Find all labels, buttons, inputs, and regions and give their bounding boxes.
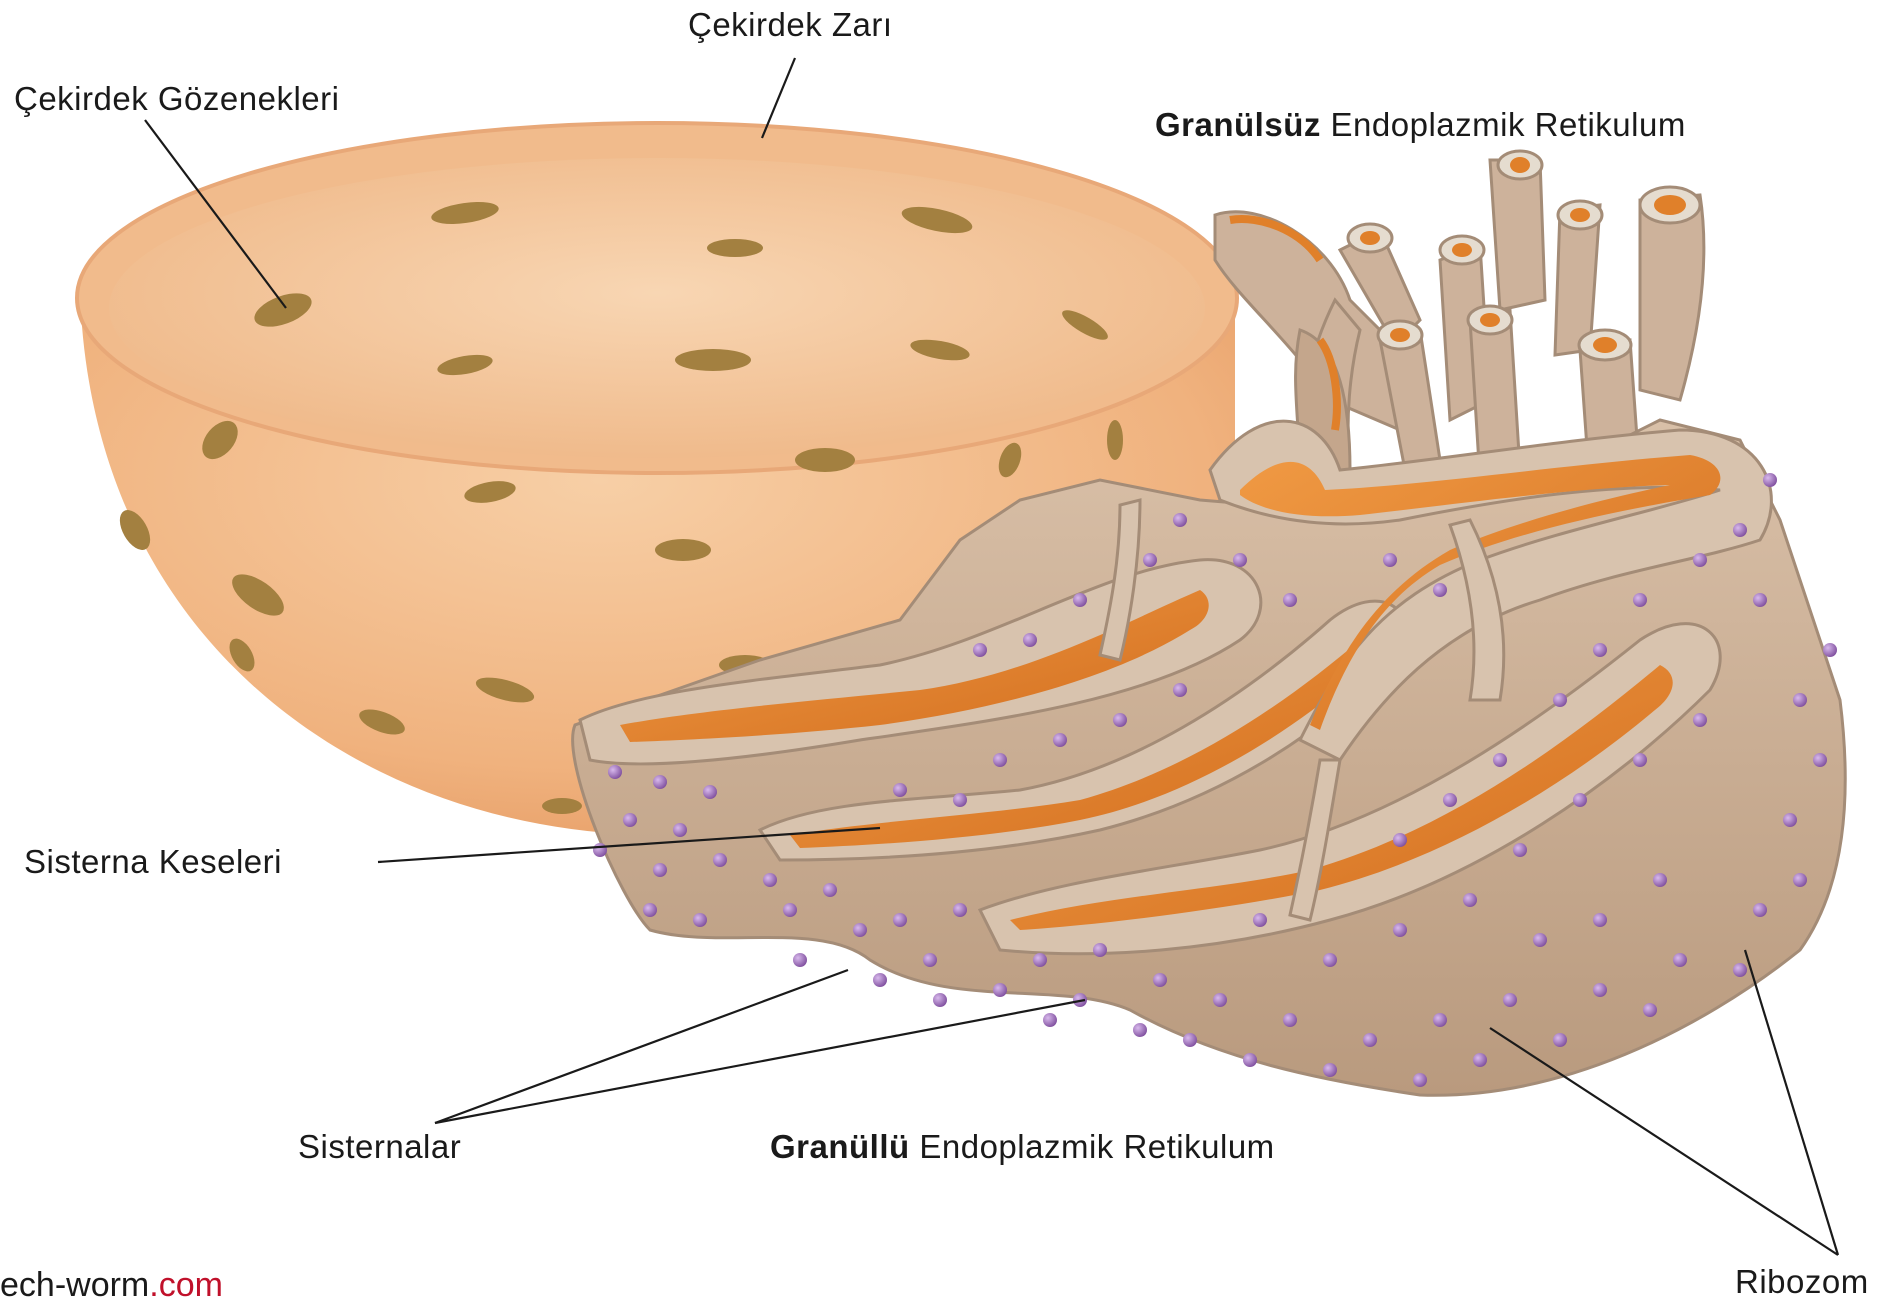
- leader-cisternae-1: [435, 970, 848, 1123]
- label-cisternae: Sisternalar: [298, 1130, 461, 1163]
- label-nuclear-pores: Çekirdek Gözenekleri: [14, 82, 339, 115]
- leader-ribosomes-2: [1745, 950, 1838, 1255]
- watermark-tld: .com: [149, 1266, 223, 1304]
- label-smooth-er: Granülsüz Endoplazmik Retikulum: [1155, 108, 1686, 141]
- label-rough-er: Granüllü Endoplazmik Retikulum: [770, 1130, 1275, 1163]
- label-cisternal-sacs: Sisterna Keseleri: [24, 845, 282, 878]
- label-nuclear-membrane: Çekirdek Zarı: [688, 8, 893, 41]
- label-smooth-er-bold: Granülsüz: [1155, 106, 1321, 143]
- watermark: ech-worm.com: [0, 1268, 223, 1302]
- leader-ribosomes-1: [1490, 1028, 1838, 1255]
- label-ribosomes: Ribozom: [1735, 1265, 1869, 1298]
- watermark-main: ech-worm: [0, 1266, 149, 1304]
- label-rough-er-bold: Granüllü: [770, 1128, 910, 1165]
- label-rough-er-rest: Endoplazmik Retikulum: [910, 1128, 1275, 1165]
- label-smooth-er-rest: Endoplazmik Retikulum: [1321, 106, 1686, 143]
- leader-cisternae-2: [435, 1000, 1085, 1123]
